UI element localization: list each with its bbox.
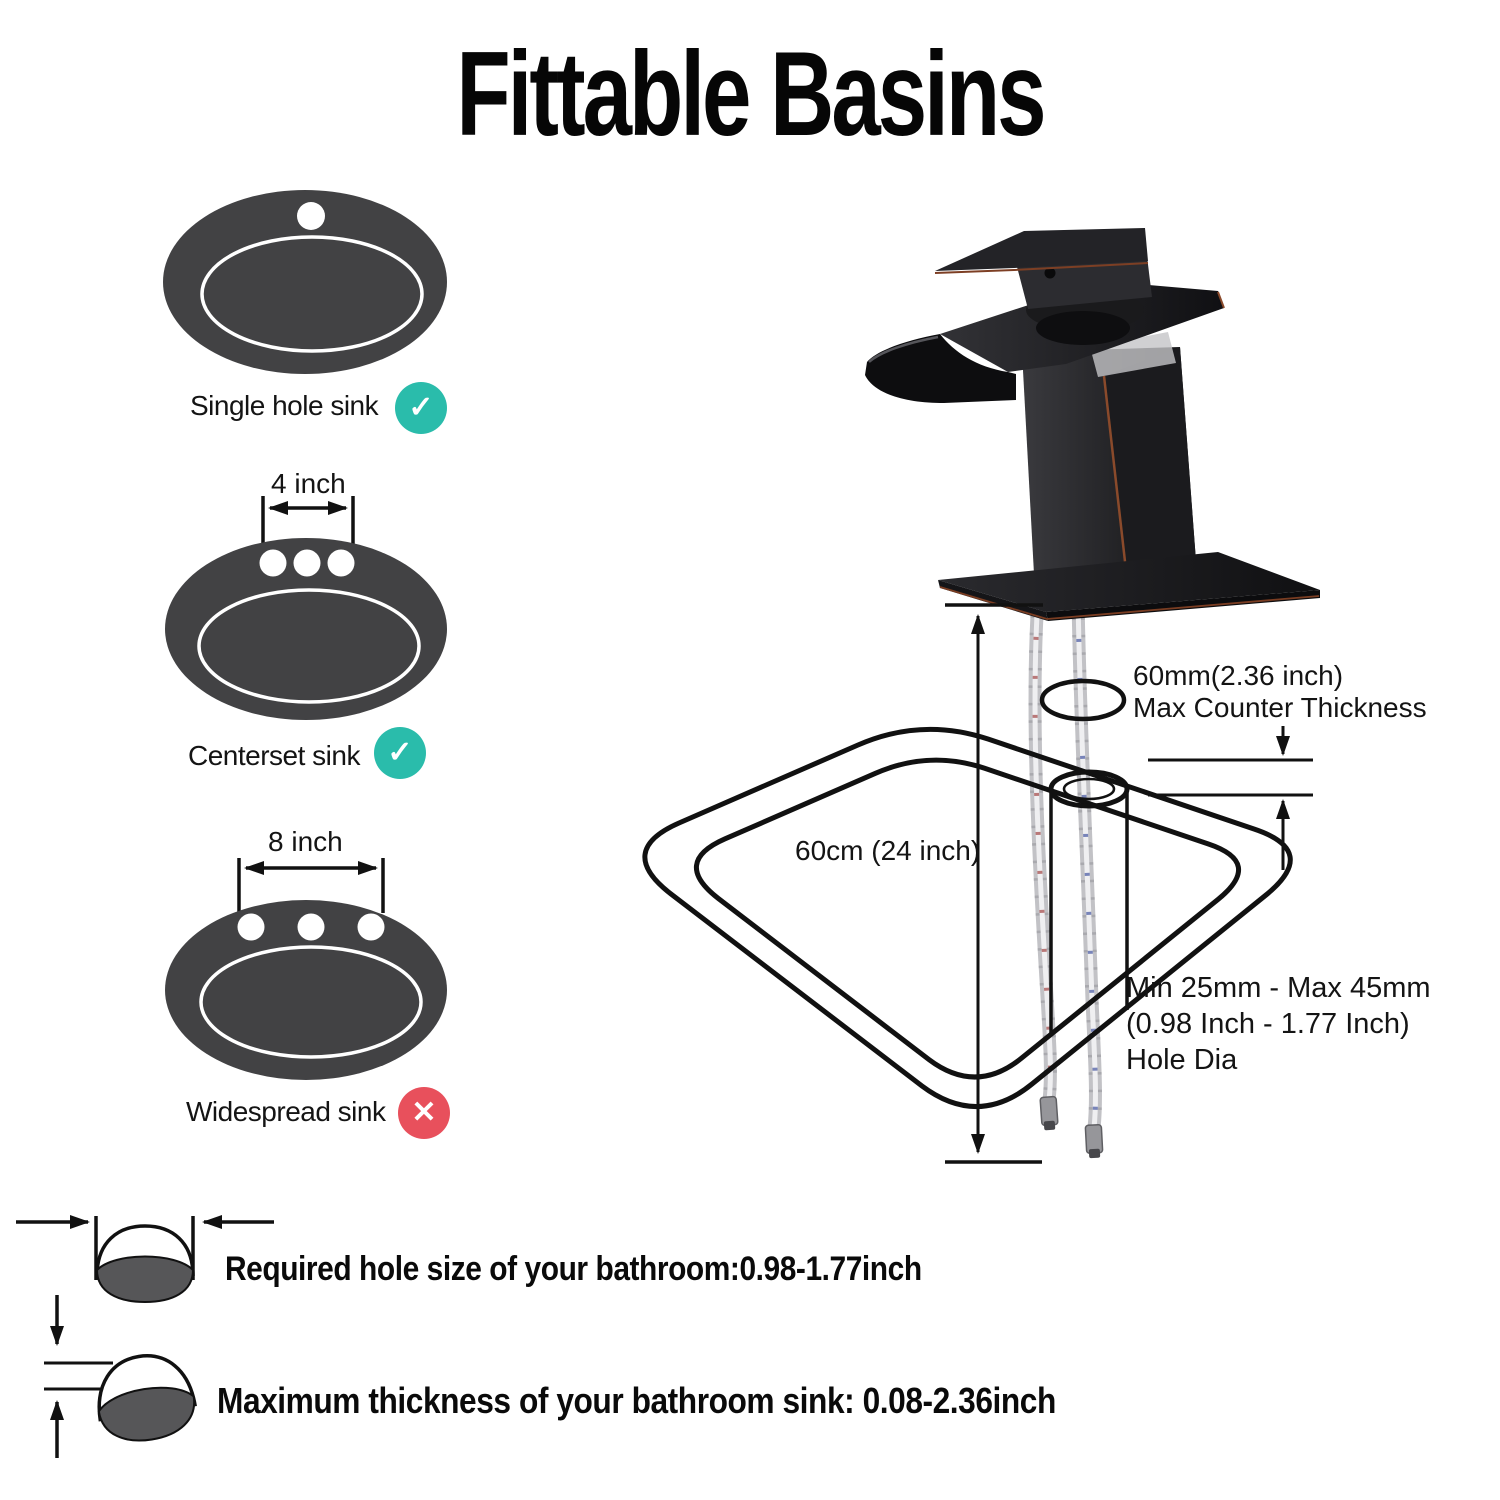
incompatible-cross-icon: ✕: [398, 1087, 450, 1139]
sink-centerset-icon: [165, 496, 447, 720]
sink-widespread-label: Widespread sink: [186, 1096, 386, 1127]
sink-centerset-label: Centerset sink: [188, 740, 360, 771]
required-hole-size-text: Required hole size of your bathroom:0.98…: [225, 1250, 922, 1288]
sink-widespread-icon: [165, 858, 447, 1080]
sink-single-hole-icon: [163, 190, 447, 374]
counter-thickness-label-line1: 60mm(2.36 inch): [1133, 660, 1344, 691]
max-thickness-text: Maximum thickness of your bathroom sink:…: [217, 1380, 1056, 1421]
cross-glyph: ✕: [411, 1096, 437, 1129]
install-diagram: [642, 603, 1313, 1164]
hole-size-icon: [16, 1215, 274, 1304]
widespread-dim-label: 8 inch: [268, 826, 343, 857]
hole-dia-line1: Min 25mm - Max 45mm: [1126, 972, 1431, 1004]
hole-dia-line2: (0.98 Inch - 1.77 Inch): [1126, 1008, 1410, 1040]
compatible-check-icon: ✓: [374, 727, 426, 779]
centerset-dim-label: 4 inch: [271, 468, 346, 499]
hole-dia-line3: Hole Dia: [1126, 1044, 1238, 1076]
check-glyph: ✓: [387, 736, 413, 769]
sink-thickness-icon: [44, 1295, 197, 1458]
supply-hoses: [1028, 597, 1104, 1159]
check-glyph: ✓: [408, 391, 434, 424]
faucet-photo: [865, 228, 1320, 1159]
counter-size-label: 60cm (24 inch): [795, 835, 981, 866]
page-title: Fittable Basins: [456, 27, 1046, 161]
counter-thickness-label-line2: Max Counter Thickness: [1133, 692, 1427, 723]
sink-single-hole-label: Single hole sink: [190, 390, 379, 421]
hole-dia-label: Min 25mm - Max 45mm (0.98 Inch - 1.77 In…: [1126, 970, 1431, 1078]
compatible-check-icon: ✓: [395, 382, 447, 434]
